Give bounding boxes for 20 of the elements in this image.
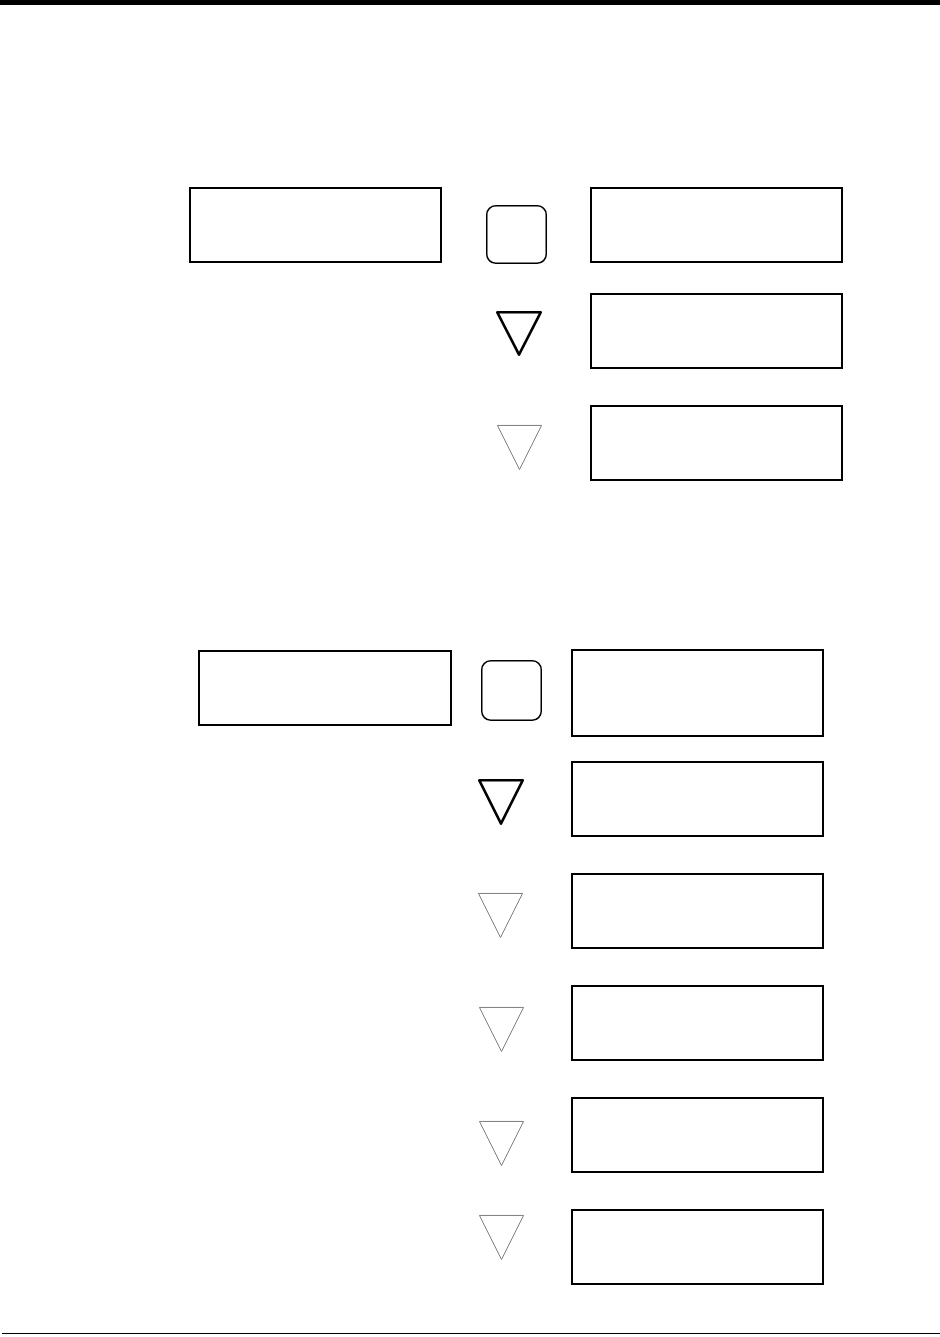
empty-frame [590,293,843,369]
empty-frame [198,650,452,726]
down-triangle-icon [478,893,523,938]
down-triangle-icon [497,425,542,470]
empty-frame [571,873,824,949]
empty-frame [189,187,442,263]
down-triangle-icon [479,1007,524,1052]
empty-frame [590,187,843,263]
down-triangle-icon [479,1215,524,1260]
empty-frame [571,1209,824,1285]
empty-frame [590,405,843,481]
down-triangle-icon [496,311,542,356]
rounded-square-icon [486,205,547,264]
empty-frame [571,761,824,837]
rounded-square-icon [481,660,542,721]
empty-frame [571,985,824,1061]
empty-frame [571,649,824,737]
down-triangle-icon [478,779,524,825]
empty-frame [571,1097,824,1173]
down-triangle-icon [479,1121,524,1166]
